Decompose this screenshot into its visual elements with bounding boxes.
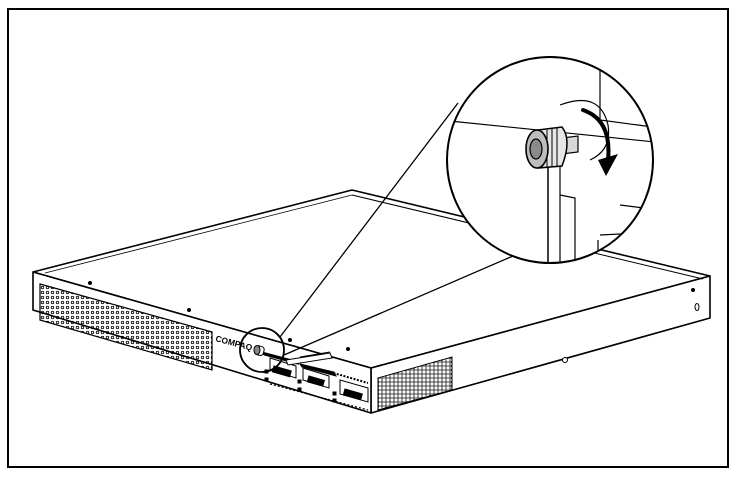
chassis-thumbscrew xyxy=(253,345,265,356)
side-vent-grille xyxy=(377,356,453,411)
rotation-arrow-icon xyxy=(581,108,618,176)
callout-leader-lines xyxy=(279,102,514,356)
rear-screw xyxy=(694,303,700,311)
magnified-detail xyxy=(446,56,654,264)
thumbscrew-icon xyxy=(525,126,579,169)
front-vent-grille xyxy=(39,283,213,371)
top-screws xyxy=(88,281,695,351)
callout-small-circle xyxy=(239,327,285,373)
side-screw xyxy=(562,357,568,363)
front-panel xyxy=(260,351,369,411)
